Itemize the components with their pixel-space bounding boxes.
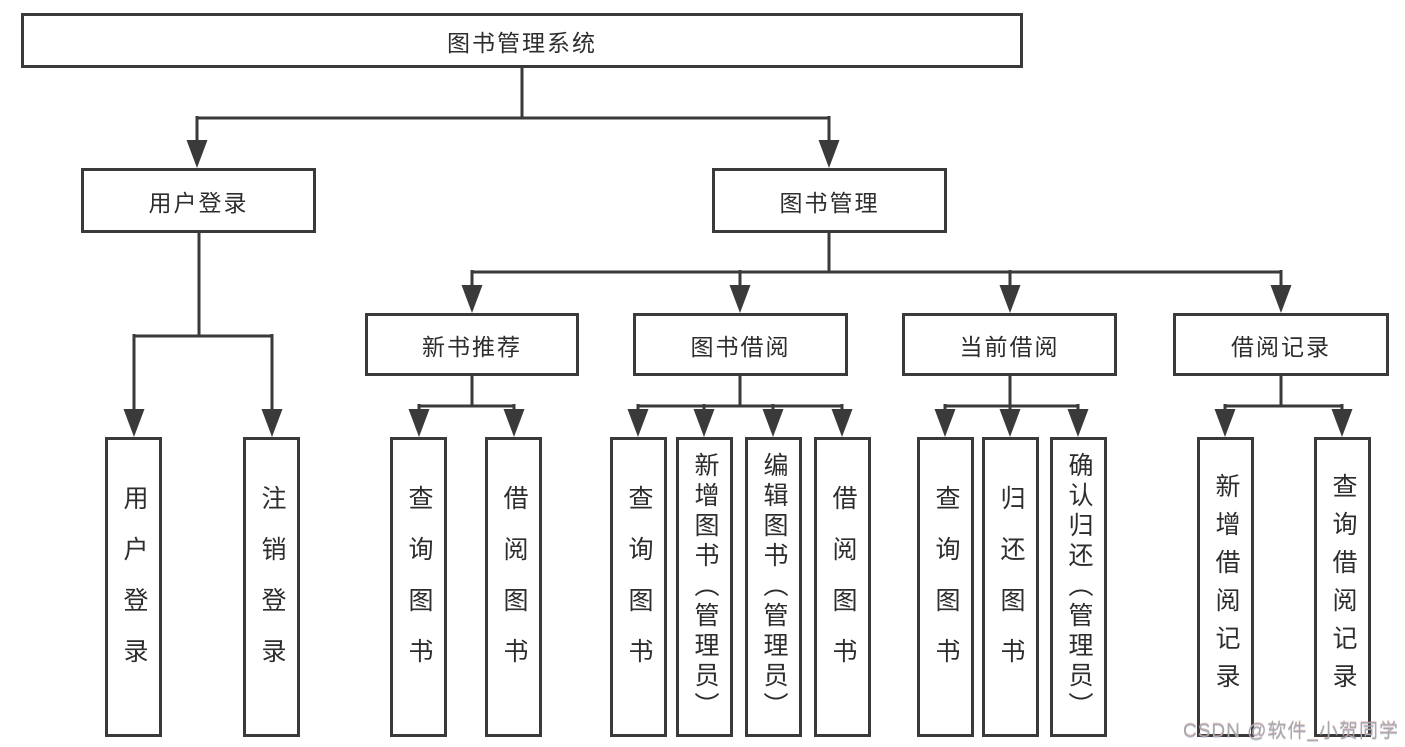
node-borrowing-records: 借阅记录 (1173, 313, 1389, 376)
leaf-current-return-book: 归还图书 (982, 437, 1039, 737)
arrow-down-icon (1067, 409, 1089, 437)
arrow-down-icon (1331, 409, 1353, 437)
node-label: 新书推荐 (422, 333, 522, 360)
connector-root-to-level2 (195, 68, 831, 146)
arrow-down-icon (818, 140, 840, 168)
node-label: 新增图书（管理员） (691, 452, 719, 722)
connector-new-book-recommendation-to-leaves (417, 376, 516, 414)
arrow-down-icon (693, 409, 715, 437)
node-new-book-recommendation: 新书推荐 (365, 313, 579, 376)
arrow-down-icon (408, 409, 430, 437)
node-label: 归还图书 (997, 485, 1025, 689)
leaf-borrowing-query-book: 查询图书 (610, 437, 667, 737)
arrow-down-icon (999, 285, 1021, 313)
leaf-borrowing-edit-book-admin: 编辑图书（管理员） (745, 437, 802, 737)
connector-book-management-to-level3 (470, 233, 1283, 290)
node-user-login: 用户登录 (81, 168, 316, 233)
node-label: 借阅记录 (1231, 333, 1331, 360)
leaf-records-query-borrow-record: 查询借阅记录 (1314, 437, 1371, 737)
arrow-down-icon (999, 409, 1021, 437)
node-label: 注销登录 (258, 485, 286, 689)
node-label: 新增借阅记录 (1212, 473, 1240, 701)
node-label: 图书借阅 (690, 333, 791, 360)
node-book-borrowing: 图书借阅 (633, 313, 848, 376)
node-label: 图书管理系统 (447, 29, 597, 56)
csdn-watermark: CSDN @软件_小贺同学 (1183, 721, 1399, 742)
connector-current-borrowing-to-leaves (943, 376, 1080, 414)
node-label: 用户登录 (120, 485, 148, 689)
connector-borrowing-records-to-leaves (1223, 376, 1344, 414)
node-book-management: 图书管理 (712, 168, 947, 233)
leaf-borrowing-add-book-admin: 新增图书（管理员） (676, 437, 733, 737)
arrow-down-icon (503, 409, 525, 437)
arrow-down-icon (1270, 285, 1292, 313)
node-label: 图书管理 (779, 189, 880, 216)
leaf-logout: 注销登录 (243, 437, 300, 737)
node-label: 查询借阅记录 (1329, 473, 1357, 701)
leaf-borrowing-borrow-book: 借阅图书 (814, 437, 871, 737)
arrow-down-icon (627, 409, 649, 437)
leaf-current-query-book: 查询图书 (917, 437, 974, 737)
leaf-current-confirm-return-admin: 确认归还（管理员） (1050, 437, 1107, 737)
node-label: 编辑图书（管理员） (760, 452, 788, 722)
node-label: 确认归还（管理员） (1065, 452, 1093, 722)
node-label: 借阅图书 (829, 485, 857, 689)
arrow-down-icon (1214, 409, 1236, 437)
arrow-down-icon (123, 409, 145, 437)
arrow-down-icon (831, 409, 853, 437)
arrow-down-icon (186, 140, 208, 168)
arrow-down-icon (762, 409, 784, 437)
arrow-down-icon (461, 285, 483, 313)
node-library-management-system: 图书管理系统 (21, 13, 1023, 68)
node-label: 当前借阅 (959, 333, 1060, 360)
arrowheads (123, 140, 1353, 437)
node-label: 查询图书 (625, 485, 653, 689)
arrow-down-icon (261, 409, 283, 437)
node-label: 查询图书 (405, 485, 433, 689)
arrow-down-icon (934, 409, 956, 437)
node-current-borrowing: 当前借阅 (902, 313, 1117, 376)
leaf-recommend-borrow-book: 借阅图书 (485, 437, 542, 737)
leaf-user-login: 用户登录 (105, 437, 162, 737)
leaf-records-add-borrow-record: 新增借阅记录 (1197, 437, 1254, 737)
leaf-recommend-query-book: 查询图书 (390, 437, 447, 737)
node-label: 用户登录 (148, 189, 249, 216)
node-label: 借阅图书 (500, 485, 528, 689)
arrow-down-icon (729, 285, 751, 313)
node-label: 查询图书 (932, 485, 960, 689)
connector-user-login-to-leaves (132, 233, 274, 414)
connector-book-borrowing-to-leaves (636, 376, 844, 414)
